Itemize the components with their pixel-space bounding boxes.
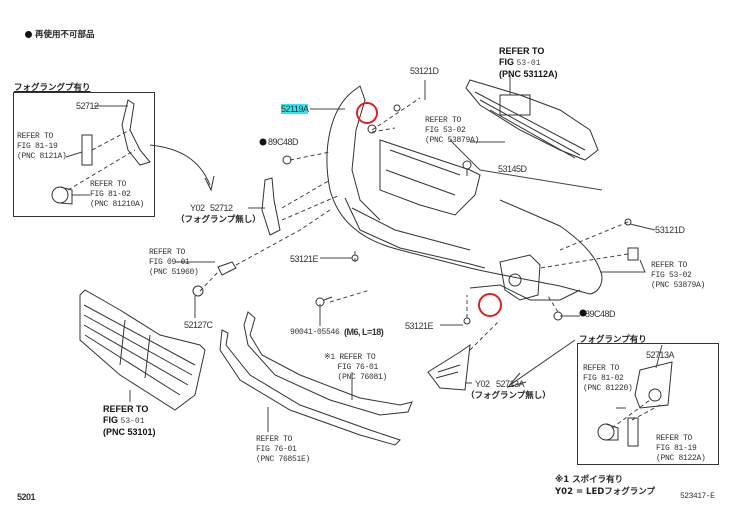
- lower-grille-shape: [79, 289, 206, 411]
- part-bolt[interactable]: 90041-05546: [290, 328, 340, 337]
- marker-circle-bottom: [478, 293, 502, 317]
- arrow-right: [509, 339, 576, 386]
- part-cover-right[interactable]: 52713A: [496, 379, 525, 389]
- arrow-left: [149, 144, 211, 186]
- part-clip-left-b[interactable]: 53121E: [405, 321, 434, 331]
- part-clip-right[interactable]: 53121D: [655, 225, 685, 235]
- part-cap-52127C[interactable]: 52127C: [184, 320, 213, 330]
- part-cover-left-note: （フォグランプ無し）: [176, 215, 261, 225]
- left-fog-box: [13, 92, 155, 217]
- part-cover-left[interactable]: 52712: [210, 203, 233, 213]
- part-clip-top[interactable]: 53121D: [410, 66, 439, 76]
- figure-id: 523417-E: [680, 492, 715, 501]
- legend-bullet-note: 再使用不可部品: [25, 28, 95, 40]
- spoiler-shape: [243, 311, 413, 416]
- page-code: 5201: [17, 492, 36, 502]
- part-bolt-spec: (M6, L=18): [344, 327, 384, 337]
- right-box-part[interactable]: 52713A: [646, 350, 675, 360]
- part-cover-right-y02: Y02: [475, 379, 490, 389]
- upper-grille-shape: [465, 79, 599, 161]
- part-grommet-left[interactable]: 89C48D: [268, 137, 299, 147]
- left-box-title: フォグラングプ有り: [14, 83, 91, 93]
- left-box-part[interactable]: 52712: [76, 101, 99, 111]
- note-spoiler: ※1 スポイラ有り: [555, 475, 624, 485]
- part-clip-left-a[interactable]: 53121E: [290, 254, 319, 264]
- part-grommet-right[interactable]: 89C48D: [585, 309, 616, 319]
- part-pin-53145D[interactable]: 53145D: [498, 164, 527, 174]
- lower-molding-shape: [219, 329, 401, 446]
- note-y02: Y02 = LEDフォグランプ: [555, 487, 656, 497]
- legend-bullet-text: 再使用不可部品: [35, 30, 95, 40]
- right-fog-box: [577, 343, 719, 465]
- marker-circle-top: [356, 102, 378, 124]
- part-cover-right-note: （フォグランプ無し）: [466, 391, 551, 401]
- bumper-cover-shape: [326, 91, 603, 295]
- part-bumper-52119A[interactable]: 52119A: [281, 104, 309, 114]
- ref-spoiler[interactable]: ※1 REFER TO FIG 76-01 (PNC 76081): [324, 353, 388, 382]
- right-box-title: フォグランプ有り: [579, 335, 647, 345]
- part-cover-left-y02: Y02: [190, 203, 205, 213]
- bullet-dot-icon: [25, 31, 32, 38]
